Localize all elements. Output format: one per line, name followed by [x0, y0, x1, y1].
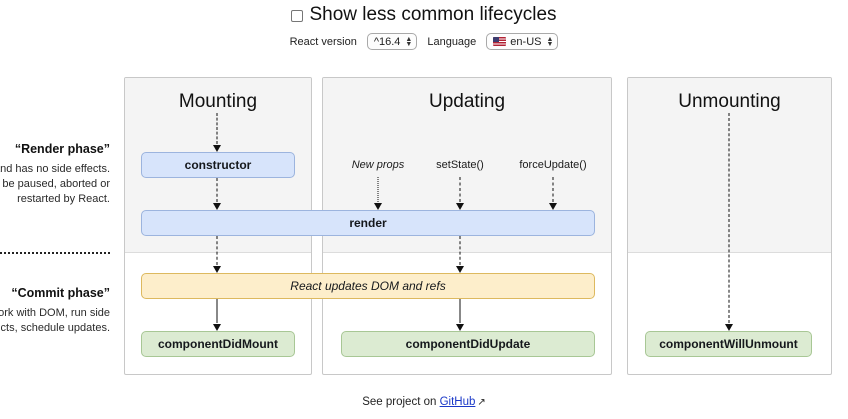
phase-divider — [0, 252, 110, 254]
lifecycle-box-component-did-update[interactable]: componentDidUpdate — [341, 331, 595, 357]
language-value: en-US — [510, 35, 542, 48]
arrow-react-updates-to-component-did-mount — [212, 299, 222, 331]
footer-text: See project on — [362, 396, 437, 408]
lifecycle-box-component-will-unmount[interactable]: componentWillUnmount — [645, 331, 812, 357]
react-version-value: ^16.4 — [373, 35, 401, 48]
render-phase-title: “Render phase” — [14, 142, 110, 156]
language-select[interactable]: en-US ▲▼ — [486, 33, 559, 50]
arrow-set-state-to-render — [455, 177, 465, 210]
commit-phase-title: “Commit phase” — [11, 286, 110, 300]
react-version-label: React version — [289, 35, 357, 48]
render-phase-note: “Render phase” Pure and has no side effe… — [0, 140, 110, 207]
show-less-common-lifecycles-label[interactable]: Show less common lifecycles — [309, 4, 557, 25]
trigger-force-update: forceUpdate() — [519, 159, 587, 171]
show-less-common-lifecycles-row: Show less common lifecycles — [0, 4, 848, 26]
column-title-updating: Updating — [428, 91, 506, 112]
arrow-constructor-to-render — [212, 178, 222, 210]
commit-phase-description: Can work with DOM, run side effects, sch… — [0, 307, 110, 334]
lifecycle-box-render[interactable]: render — [141, 210, 595, 236]
stepper-arrows-icon: ▲▼ — [546, 35, 554, 48]
github-link[interactable]: GitHub — [439, 396, 476, 408]
arrow-unmounting-start-to-component-will-unmount — [724, 113, 734, 331]
render-phase-description: Pure and has no side effects. May be pau… — [0, 163, 110, 205]
arrow-render-to-react-updates-updating — [455, 236, 465, 273]
stepper-arrows-icon: ▲▼ — [405, 35, 413, 48]
us-flag-icon — [493, 37, 507, 46]
arrow-render-to-react-updates-mounting — [212, 236, 222, 273]
footer: See project on GitHub↗ — [0, 396, 848, 408]
react-version-select[interactable]: ^16.4 ▲▼ — [366, 33, 418, 50]
options-row: React version ^16.4 ▲▼ Language en-US ▲▼ — [0, 33, 848, 50]
unmounting-render-phase-zone — [628, 78, 831, 253]
trigger-set-state: setState() — [436, 159, 484, 171]
column-title-unmounting: Unmounting — [678, 91, 781, 112]
lifecycle-box-component-did-mount[interactable]: componentDidMount — [141, 331, 295, 357]
show-less-common-lifecycles-checkbox[interactable] — [291, 10, 304, 22]
lifecycle-box-react-updates-dom: React updates DOM and refs — [141, 273, 595, 299]
arrow-react-updates-to-component-did-update — [455, 299, 465, 331]
language-label: Language — [427, 35, 477, 48]
commit-phase-note: “Commit phase” Can work with DOM, run si… — [0, 284, 110, 336]
column-title-mounting: Mounting — [178, 91, 258, 112]
trigger-new-props: New props — [351, 159, 405, 171]
arrow-new-props-to-render — [373, 177, 383, 210]
arrow-mounting-start-to-constructor — [212, 113, 222, 152]
external-link-icon: ↗ — [477, 397, 486, 408]
lifecycle-box-constructor[interactable]: constructor — [141, 152, 295, 178]
arrow-force-update-to-render — [548, 177, 558, 210]
